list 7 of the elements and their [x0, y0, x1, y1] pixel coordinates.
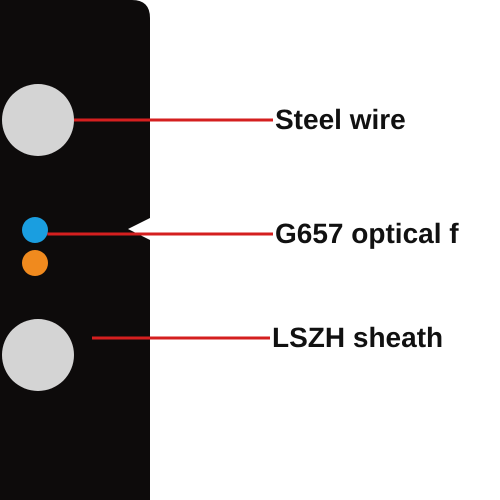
leader-line	[47, 232, 273, 236]
leader-line	[74, 118, 273, 122]
cable-sheath	[0, 0, 150, 500]
part-label: LSZH sheath	[272, 322, 494, 354]
part-label: G657 optical f	[275, 218, 497, 250]
part-label: Steel wire	[275, 104, 445, 136]
leader-line	[92, 336, 270, 340]
